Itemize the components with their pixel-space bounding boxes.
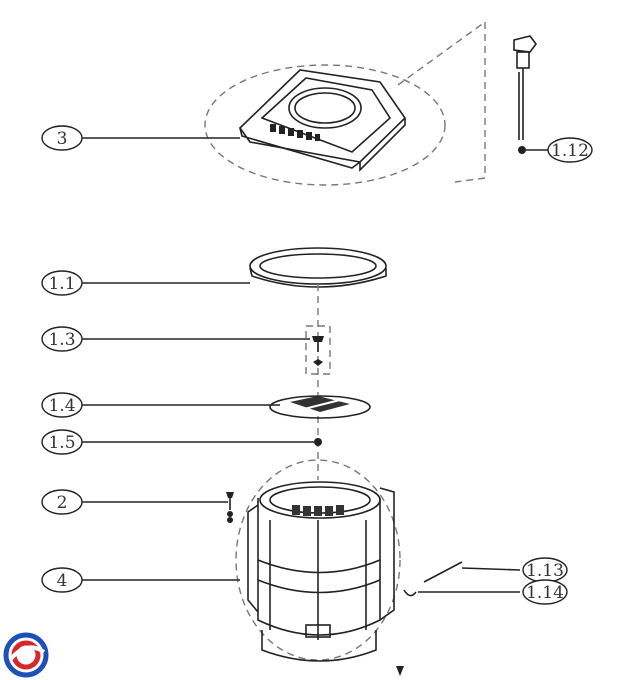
svg-text:1.3: 1.3 — [48, 330, 75, 350]
small-washer — [314, 438, 322, 446]
housing-screw — [226, 492, 234, 523]
callout-2: 2 — [41, 489, 83, 515]
lid-keypad — [270, 124, 320, 141]
callout-1-13: 1.13 — [522, 557, 568, 583]
svg-text:1.5: 1.5 — [48, 433, 75, 453]
svg-text:1.12: 1.12 — [551, 141, 589, 161]
callout-1-5: 1.5 — [41, 429, 83, 455]
callout-1-14: 1.14 — [522, 579, 568, 605]
side-parts — [403, 561, 463, 597]
callout-4: 4 — [41, 567, 83, 593]
lid-detail-ellipse — [204, 64, 446, 186]
callout-1-4: 1.4 — [41, 392, 83, 418]
svg-text:1.1: 1.1 — [48, 274, 75, 294]
svg-text:1.13: 1.13 — [526, 561, 564, 581]
lid-assembly — [204, 21, 486, 186]
svg-text:3: 3 — [57, 129, 68, 149]
callout-1-1: 1.1 — [41, 270, 83, 296]
callout-1-12: 1.12 — [547, 137, 593, 163]
callout-3: 3 — [41, 125, 83, 151]
side-probe — [513, 35, 537, 154]
svg-text:4: 4 — [57, 571, 68, 591]
gasket-ring — [249, 247, 387, 288]
leader-lines — [78, 137, 550, 593]
svg-text:1.14: 1.14 — [526, 583, 564, 603]
svg-text:1.4: 1.4 — [48, 396, 75, 416]
brand-logo — [3, 632, 49, 678]
lid-window — [288, 87, 362, 129]
svg-text:2: 2 — [57, 493, 68, 513]
screw-nut — [305, 325, 331, 375]
motor-housing — [235, 459, 404, 676]
callout-1-3: 1.3 — [41, 326, 83, 352]
blade-disc — [269, 395, 371, 419]
